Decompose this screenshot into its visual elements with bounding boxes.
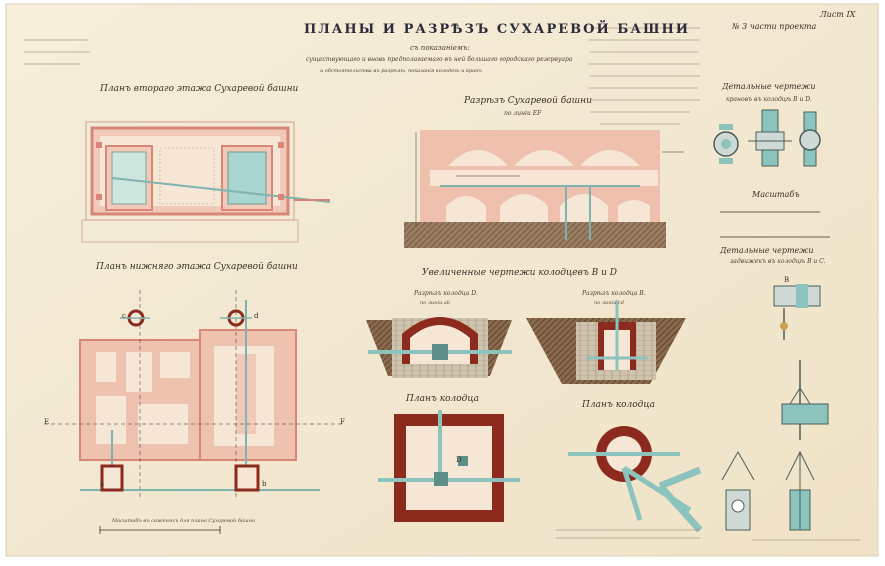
valve-detail-5 [781,360,829,440]
valve-detail-4 [773,284,821,340]
caption-detail-2-sub: задвижекъ въ колодцѣ B и C. [730,258,826,265]
label-b: b [262,480,267,488]
valve-detail-1 [713,124,739,164]
valve-detail-6 [721,450,755,531]
section-drawing [404,130,684,248]
label-d: d [254,312,259,320]
caption-well-b: Разрѣзъ колодца B. [582,290,646,297]
label-D: D [456,456,462,464]
plan-lower-floor [44,290,344,534]
sheet-number: Лист IX [820,10,856,19]
subtitle-line-3: и обстоятельства въ разрѣзѣ, показанія к… [320,68,482,74]
caption-detail-2: Детальные чертежи [720,246,814,255]
valve-detail-7 [785,450,815,531]
valve-details [713,109,830,531]
caption-section-sub: по линіи ЕF [504,110,542,117]
label-B: B [784,276,790,284]
caption-well-d-sub: по линіи аb [420,300,451,306]
label-c: c [122,312,126,320]
main-title: ПЛАНЫ И РАЗРѢЗЪ СУХАРЕВОЙ БАШНИ [304,22,691,37]
well-plan-square [378,410,520,522]
subtitle-line-2: существующаго и вновь предполагаемаго въ… [306,56,573,63]
label-F: F [340,418,345,426]
caption-well-b-sub: по линіи cd [594,300,624,306]
caption-detail-1-sub: крановъ въ колодцѣ B и D. [726,96,812,103]
valve-detail-2 [748,109,792,167]
caption-scale-bottom: Масштабъ въ саженяхъ для плана Сухаревой… [112,518,256,524]
caption-well-plan-1: Планъ колодца [406,394,480,404]
caption-detail-1: Детальные чертежи [722,82,816,91]
caption-wells-heading: Увеличенные чертежи колодцевъ B и D [422,268,618,278]
caption-section: Разрѣзъ Сухаревой башни [464,96,592,106]
caption-plan-upper: Планъ втораго этажа Сухаревой башни [100,84,299,94]
caption-well-plan-2: Планъ колодца [582,400,656,410]
sheet-subtitle: № 3 части проекта [732,22,817,31]
well-d-section [366,317,512,378]
caption-scale: Масштабъ [752,190,800,199]
caption-plan-lower: Планъ нижняго этажа Сухаревой башни [96,262,298,272]
plan-upper-floor [81,121,331,243]
well-b-section [526,300,686,384]
label-a: a [100,480,105,488]
label-E: E [44,418,50,426]
caption-well-d: Разрѣзъ колодца D. [414,290,478,297]
handwritten-notes [24,27,860,541]
valve-detail-3 [799,111,821,167]
subtitle-line-1: съ показаніемъ: [410,44,470,52]
well-plan-circle [568,426,703,533]
